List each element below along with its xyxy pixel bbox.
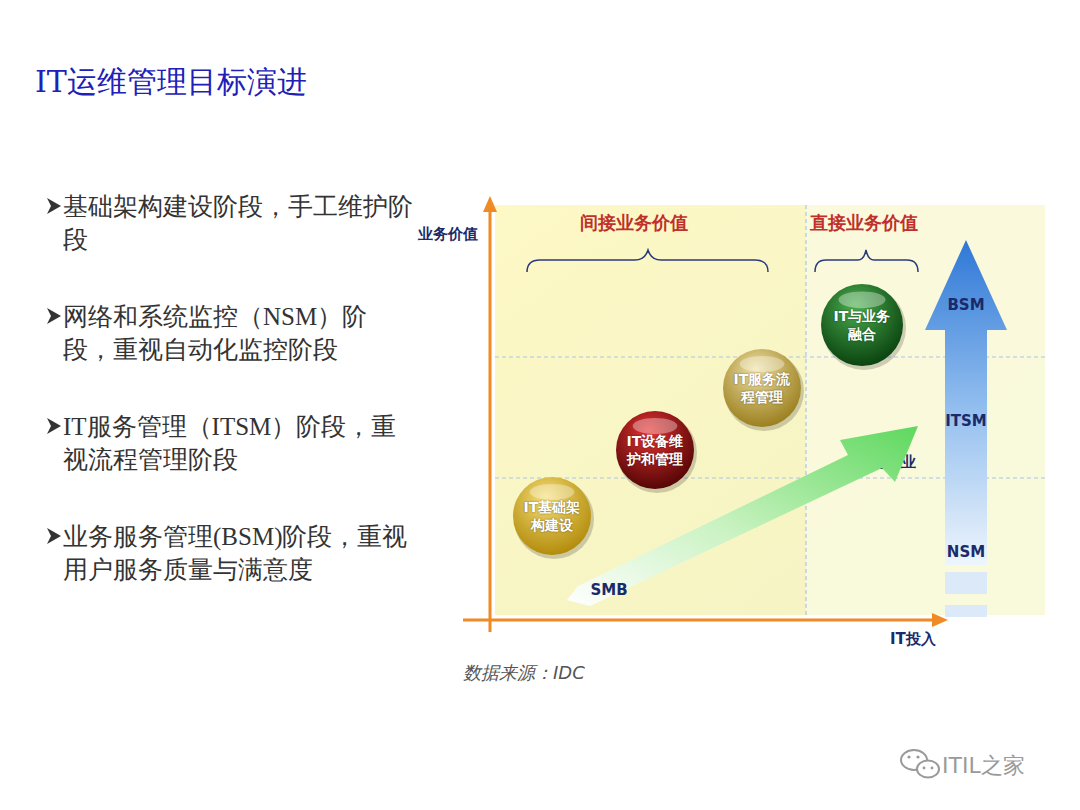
level-arrow: BSM ITSM NSM — [925, 238, 1007, 623]
sphere-label: IT与业务融合 — [820, 283, 904, 367]
bullet-text: 基础架构建设阶段，手工维护阶段 — [63, 190, 415, 256]
sphere-highlight — [530, 484, 575, 500]
sphere-highlight — [838, 291, 885, 308]
arrow-label: NSM — [936, 543, 996, 561]
node-shape — [722, 348, 802, 428]
node-shape — [925, 238, 1007, 623]
divider-line — [805, 205, 806, 615]
stage-sphere: IT服务流程管理 — [722, 348, 802, 428]
sphere-label: IT基础架构建设 — [512, 476, 592, 556]
arrow-body — [925, 240, 1007, 565]
sphere — [821, 284, 903, 366]
bullet-marker — [47, 308, 61, 324]
bullet-text: 业务服务管理(BSM)阶段，重视用户服务质量与满意度 — [63, 520, 415, 586]
bullet-text: IT服务管理（ITSM）阶段，重视流程管理阶段 — [63, 410, 415, 476]
stage-sphere: IT设备维护和管理 — [615, 410, 695, 490]
sphere — [616, 411, 694, 489]
bullet-marker — [47, 198, 61, 214]
watermark: ITIL之家 — [942, 751, 1025, 781]
wechat-icon — [901, 750, 939, 778]
axis-label: 业务价值 — [418, 225, 478, 244]
arrow-body — [567, 426, 918, 606]
sphere-label: IT服务流程管理 — [722, 348, 802, 428]
section-header: 直接业务价值 — [810, 211, 918, 235]
x-axis — [463, 619, 935, 622]
arrow-label: SMB — [584, 581, 634, 599]
node-shape — [820, 283, 904, 367]
arrow-label: BSM — [936, 296, 996, 314]
direct-area — [806, 205, 1045, 615]
source-note: 数据来源：IDC — [463, 661, 585, 685]
stage-sphere: IT与业务融合 — [820, 283, 904, 367]
arrow-bar — [945, 572, 987, 594]
brace — [815, 250, 918, 272]
node-shape — [512, 476, 592, 556]
y-axis — [489, 208, 492, 632]
sphere-highlight — [740, 356, 785, 372]
growth-arrow: SMB — [560, 420, 925, 610]
page-title: IT运维管理目标演进 — [35, 62, 307, 103]
plot-area — [495, 205, 1045, 615]
sphere-highlight — [633, 418, 678, 434]
stage-sphere: IT基础架构建设 — [512, 476, 592, 556]
section-header: 间接业务价值 — [580, 211, 688, 235]
node-shape — [615, 410, 695, 490]
brace — [527, 250, 768, 272]
bullet-marker — [47, 418, 61, 434]
bullet-marker — [47, 528, 61, 544]
axis-label: IT投入 — [890, 630, 936, 649]
sphere-label: IT设备维护和管理 — [615, 410, 695, 490]
sphere — [513, 477, 591, 555]
sphere — [723, 349, 801, 427]
arrow-bar — [945, 605, 987, 617]
bullet-text: 网络和系统监控（NSM）阶段，重视自动化监控阶段 — [63, 300, 415, 366]
axis-arrowhead — [483, 196, 497, 212]
arrow-label: ITSM — [936, 412, 996, 430]
